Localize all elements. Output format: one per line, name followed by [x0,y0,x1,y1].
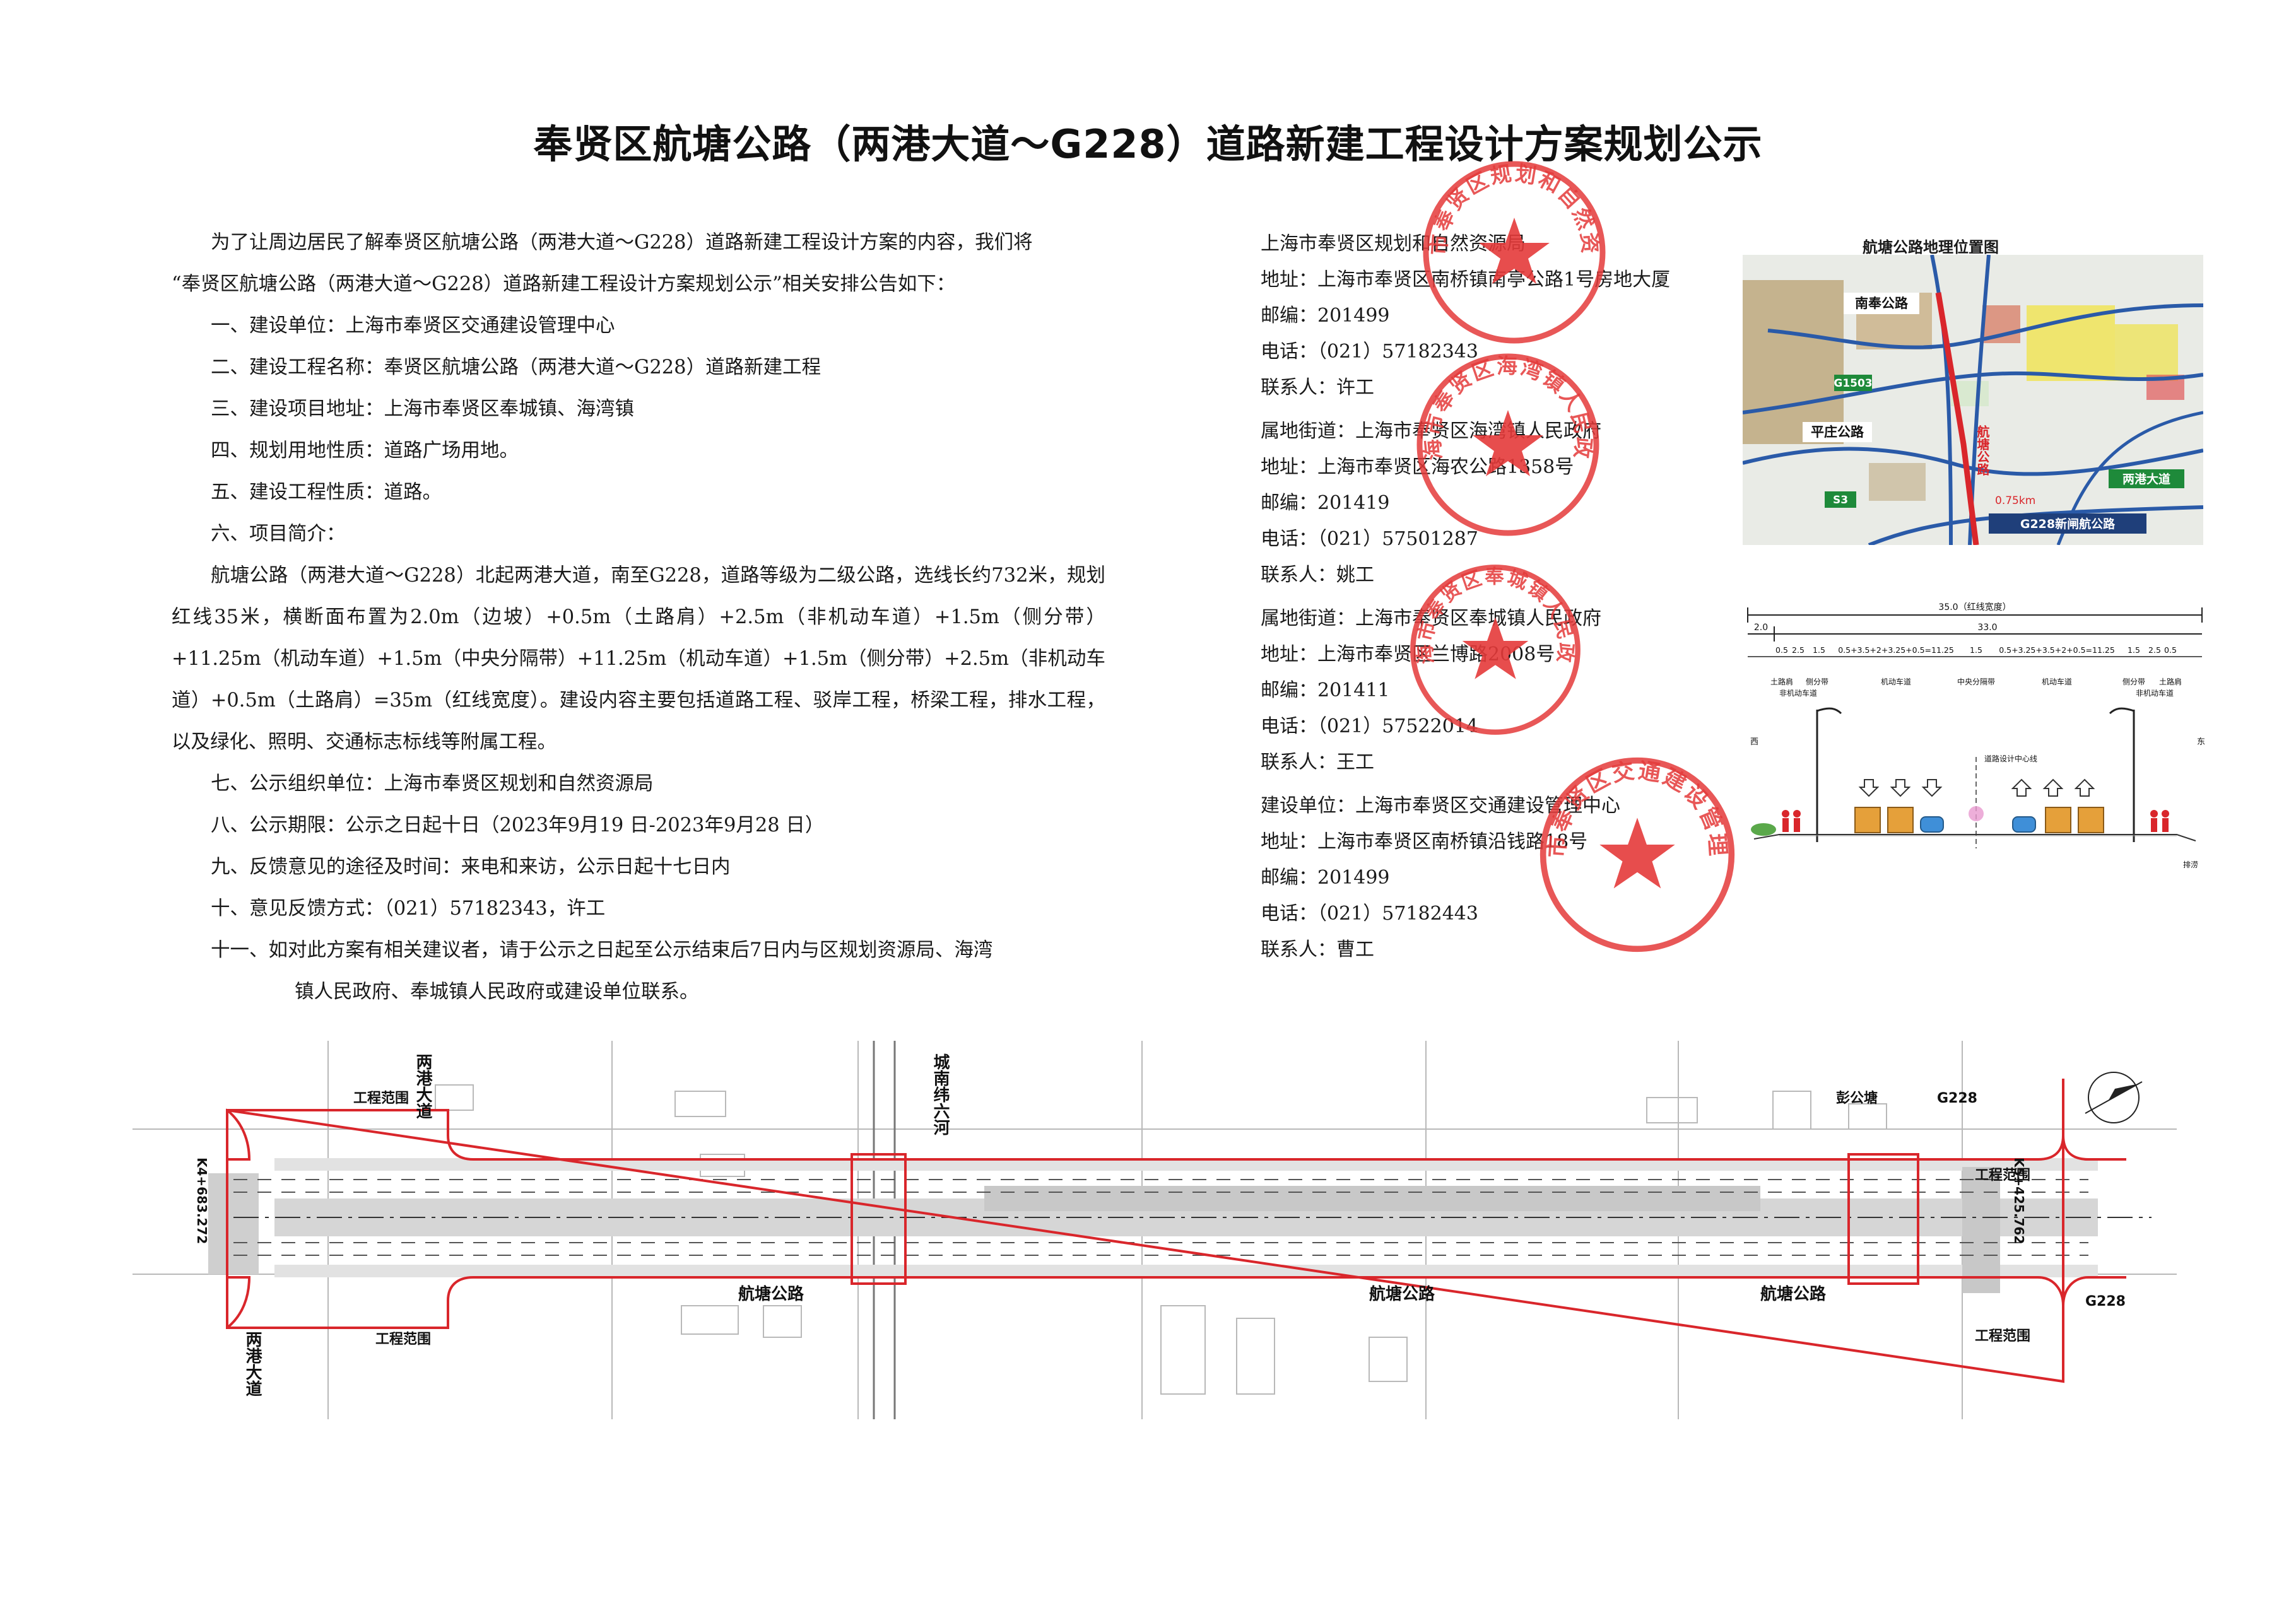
intro-line-1: 为了让周边居民了解奉贤区航塘公路（两港大道～G228）道路新建工程设计方案的内容… [211,231,1033,254]
plan-road-label: 航塘公路 [1369,1284,1435,1304]
map-label-s3: S3 [1833,494,1848,507]
intro-line-2: “奉贤区航塘公路（两港大道～G228）道路新建工程设计方案规划公示”相关安排公告… [172,273,956,295]
xsec-dim: 0.5+3.25+3.5+2+0.5=11.25 [1999,645,2115,655]
item-6: 六、项目简介： [211,523,346,545]
map-label-pingzhuang: 平庄公路 [1811,425,1864,440]
contact-zip: 邮编：201499 [1261,305,1390,327]
item-5: 五、建设工程性质：道路。 [211,481,442,503]
map-label-g1503: G1503 [1834,377,1872,390]
xsec-dim: 1.5 [2128,645,2140,655]
plan-lianggang-top: 两港大道 [413,1053,432,1119]
map-label-hangtang: 航塘公路 [1975,425,1990,476]
item-11: 十一、如对此方案有相关建议者，请于公示之日起至公示结束后7日内与区规划资源局、海… [211,939,993,961]
item-4: 四、规划用地性质：道路广场用地。 [211,440,519,462]
plan-river: 城南纬六河 [931,1053,950,1135]
plan-g228-right: G228 [2085,1294,2126,1310]
xsec-dim: 0.5+3.5+2+3.25+0.5=11.25 [1838,645,1954,655]
contact-person: 联系人：曹工 [1261,939,1374,961]
cross-section-diagram: 35.0（红线宽度） 2.0 33.0 0.5 2.5 1.5 0.5+3.5+… [1747,602,2205,869]
xsec-label: 土路肩 [1770,677,1793,686]
contact-zip: 邮编：201411 [1261,679,1390,701]
contact-zip: 邮编：201499 [1261,867,1390,889]
plan-scope-label: 工程范围 [1975,1328,2030,1344]
plan-start-station: K4+683.272 [194,1157,209,1244]
item-7: 七、公示组织单位：上海市奉贤区规划和自然资源局 [211,773,654,795]
item-8: 八、公示期限：公示之日起十日（2023年9月19 日-2023年9月28 日） [211,814,825,836]
location-map: 南奉公路 G1503 平庄公路 航塘公路 两港大道 S3 0.75km G228… [1743,255,2203,545]
seal-planning-bureau: 上海市奉贤区规划和自然资源局 [1420,158,1606,344]
location-map-title: 航塘公路地理位置图 [1863,238,1999,256]
contact-person: 联系人：姚工 [1261,564,1374,586]
contact-zip: 邮编：201419 [1261,492,1390,514]
plan-scope-label: 工程范围 [375,1332,431,1347]
seal-transport-center: 上海市奉贤区交通建设管理中心 [1536,754,1735,952]
xsec-total: 35.0（红线宽度） [1938,602,2011,612]
contact-name: 属地街道：上海市奉贤区奉城镇人民政府 [1261,607,1601,630]
xsec-dim: 1.5 [1813,645,1825,655]
xsec-east: 东 [2197,737,2205,747]
contact-phone: 电话：（021）57501287 [1261,528,1478,550]
north-arrow-icon [2085,1072,2143,1123]
xsec-dim: 2.5 [1792,645,1804,655]
xsec-label-2: 非机动车道 [1779,688,1817,698]
xsec-dim: 0.5 [1775,645,1788,655]
plan-lianggang-bottom: 两港大道 [243,1331,262,1397]
map-label-lianggang: 两港大道 [2122,472,2170,486]
contact-block: 属地街道：上海市奉贤区奉城镇人民政府 地址：上海市奉贤区兰博路2008号 邮编：… [1261,601,1828,780]
xsec-label: 侧分带 [2122,677,2145,686]
plan-road-label: 航塘公路 [1760,1284,1827,1304]
plan-scope-label: 工程范围 [1975,1168,2030,1183]
map-label-distance: 0.75km [1995,495,2035,507]
item-10: 十、意见反馈方式：（021）57182343，许工 [211,898,606,920]
contact-phone: 电话：（021）57182443 [1261,903,1478,925]
contact-person: 联系人：王工 [1261,751,1374,773]
xsec-west: 西 [1750,737,1758,747]
seal-haiwan-town: 上海市奉贤区海湾镇人民政府 [1413,350,1599,536]
item-3: 三、建设项目地址：上海市奉贤区奉城镇、海湾镇 [211,398,634,420]
item-9: 九、反馈意见的途径及时间：来电和来访，公示日起十七日内 [211,856,731,878]
xsec-dim: 1.5 [1970,645,1982,655]
xsec-label: 侧分带 [1806,677,1828,686]
plan-penggong: 彭公塘 [1836,1090,1878,1106]
map-label-nanfeng: 南奉公路 [1855,296,1909,311]
project-description: 航塘公路（两港大道～G228）北起两港大道，南至G228，道路等级为二级公路，选… [172,565,1105,753]
xsec-drain: 排涝 [2183,860,2198,869]
page-title: 奉贤区航塘公路（两港大道～G228）道路新建工程设计方案规划公示 [533,121,1763,167]
xsec-label: 中央分隔带 [1957,677,1995,686]
xsec-label: 土路肩 [2159,677,2182,686]
xsec-mid: 33.0 [1977,623,1997,633]
contact-phone: 电话：（021）57182343 [1261,341,1478,363]
xsec-dim: 0.5 [2164,645,2177,655]
plan-g228-top: G228 [1937,1091,1977,1106]
xsec-centerline: 道路设计中心线 [1984,754,2037,763]
plan-end-station: K5+425.762 [2011,1157,2027,1244]
map-label-g228: G228新闸航公路 [2020,517,2116,531]
item-1: 一、建设单位：上海市奉贤区交通建设管理中心 [211,315,615,337]
plan-road-label: 航塘公路 [738,1284,804,1304]
xsec-label: 机动车道 [1881,677,1911,686]
item-11-cont: 镇人民政府、奉城镇人民政府或建设单位联系。 [295,981,699,1003]
seal-fengcheng-town: 上海市奉贤区奉城镇人民政府 [1407,561,1581,735]
contact-block: 建设单位：上海市奉贤区交通建设管理中心 地址：上海市奉贤区南桥镇沿钱路18号 邮… [1261,788,1828,968]
contact-phone: 电话：（021）57522014 [1261,715,1478,737]
road-plan-drawing: 工程范围 工程范围 工程范围 工程范围 两港大道 两港大道 城南纬六河 航塘公路… [132,1041,2177,1419]
announcement-body: 为了让周边居民了解奉贤区航塘公路（两港大道～G228）道路新建工程设计方案的内容… [172,222,1105,1013]
contact-address: 地址：上海市奉贤区南桥镇沿钱路18号 [1261,831,1588,853]
contact-person: 联系人：许工 [1261,377,1374,399]
xsec-label-2: 非机动车道 [2136,688,2174,698]
xsec-left: 2.0 [1754,623,1768,633]
contact-name: 属地街道：上海市奉贤区海湾镇人民政府 [1261,420,1601,442]
xsec-dim: 2.5 [2148,645,2161,655]
item-2: 二、建设工程名称：奉贤区航塘公路（两港大道～G228）道路新建工程 [211,356,821,378]
xsec-label: 机动车道 [2042,677,2072,686]
plan-scope-label: 工程范围 [353,1091,409,1106]
